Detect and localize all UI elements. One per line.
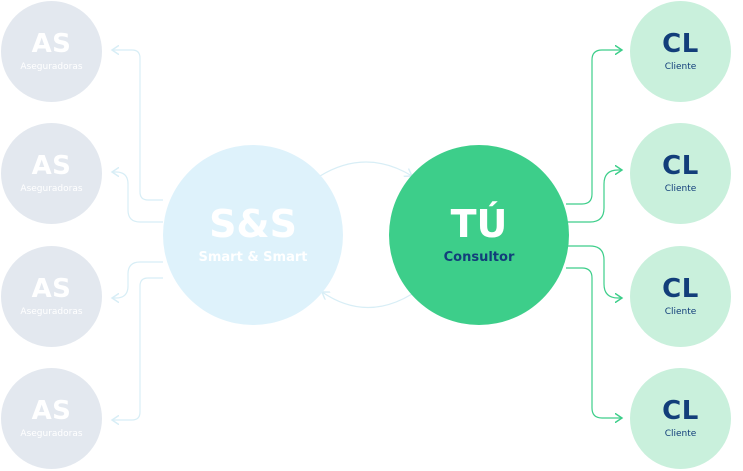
broker-node: S&S Smart & Smart xyxy=(163,145,343,325)
link-broker-insurer-2 xyxy=(112,172,163,223)
insurer-code: AS xyxy=(31,395,72,426)
link-broker-insurer-3 xyxy=(112,261,163,298)
client-label: Cliente xyxy=(664,183,697,194)
link-you-client-1 xyxy=(566,50,622,205)
client-node-2: CL Cliente xyxy=(630,123,731,224)
client-code: CL xyxy=(662,395,699,426)
client-node-1: CL Cliente xyxy=(630,1,731,102)
you-label: Consultor xyxy=(443,249,515,265)
insurer-label: Aseguradoras xyxy=(20,183,83,194)
client-label: Cliente xyxy=(664,61,697,72)
client-code: CL xyxy=(662,28,699,59)
broker-label: Smart & Smart xyxy=(198,249,308,265)
client-code: CL xyxy=(662,273,699,304)
link-broker-insurer-1 xyxy=(112,50,163,201)
insurer-code: AS xyxy=(31,273,72,304)
link-broker-insurer-4 xyxy=(112,277,163,420)
link-you-client-4 xyxy=(566,267,622,418)
link-broker-you-top xyxy=(319,161,412,176)
client-node-3: CL Cliente xyxy=(630,246,731,347)
insurer-label: Aseguradoras xyxy=(20,61,83,72)
you-code: TÚ xyxy=(450,201,508,246)
client-code: CL xyxy=(662,150,699,181)
client-label: Cliente xyxy=(664,306,697,317)
client-node-4: CL Cliente xyxy=(630,368,731,469)
insurer-code: AS xyxy=(31,150,72,181)
insurer-node-3: AS Aseguradoras xyxy=(1,246,102,347)
insurer-code: AS xyxy=(31,28,72,59)
insurer-node-4: AS Aseguradoras xyxy=(1,368,102,469)
link-you-client-3 xyxy=(566,245,622,298)
link-you-client-2 xyxy=(566,170,622,223)
you-node: TÚ Consultor xyxy=(389,145,569,325)
insurer-label: Aseguradoras xyxy=(20,306,83,317)
insurer-node-2: AS Aseguradoras xyxy=(1,123,102,224)
client-label: Cliente xyxy=(664,428,697,439)
insurer-label: Aseguradoras xyxy=(20,428,83,439)
insurer-node-1: AS Aseguradoras xyxy=(1,1,102,102)
broker-code: S&S xyxy=(209,201,297,246)
link-you-broker-bottom xyxy=(322,292,413,309)
